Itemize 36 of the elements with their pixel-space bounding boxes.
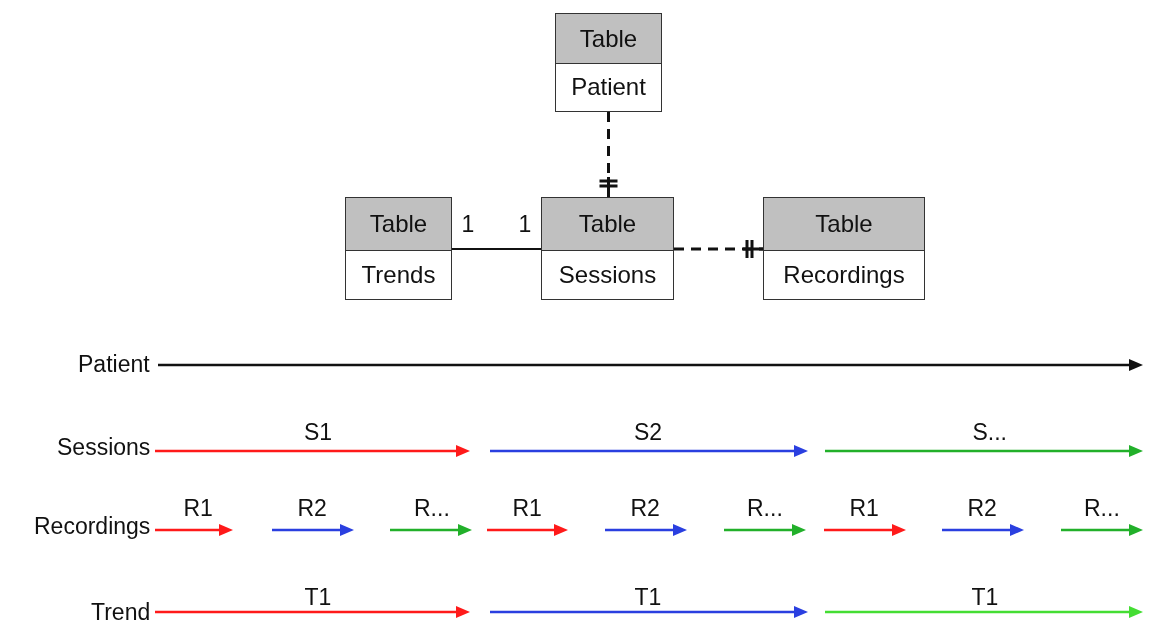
segment-label: R2 [297,495,327,521]
table-name: Recordings [782,259,906,290]
table-header: Table [556,14,661,64]
segment-label: R2 [630,495,660,521]
segment-label: S... [972,419,1007,445]
cardinality-label: 1 [518,211,532,237]
segment-label: R... [414,495,450,521]
connector-line [451,248,542,250]
segment-label: R1 [849,495,879,521]
segment-label: S2 [634,419,663,445]
segment-label: T1 [971,584,999,610]
segment-label: R2 [967,495,997,521]
relationship-line [674,238,765,260]
table-header: Table [346,198,451,251]
segment-label: R... [1084,495,1120,521]
relationship-line [598,112,619,199]
table-name: Sessions [557,259,658,290]
row-label: Trend [91,599,151,625]
entity-box [555,13,662,112]
table-header: Table [542,198,673,251]
table-name: Patient [570,72,647,102]
row-label: Recordings [34,513,151,539]
entity-box [541,197,674,300]
entity-box [763,197,925,300]
entity-box [345,197,452,300]
table-name: Trends [360,259,437,290]
segment-label: R1 [183,495,213,521]
segment-label: T1 [634,584,662,610]
table-header: Table [764,198,924,251]
segment-label: S1 [304,419,333,445]
row-label: Sessions [57,434,151,460]
segment-label: R... [747,495,783,521]
row-label: Patient [78,351,150,377]
segment-label: R1 [512,495,542,521]
cardinality-label: 1 [461,211,475,237]
segment-label: T1 [304,584,332,610]
